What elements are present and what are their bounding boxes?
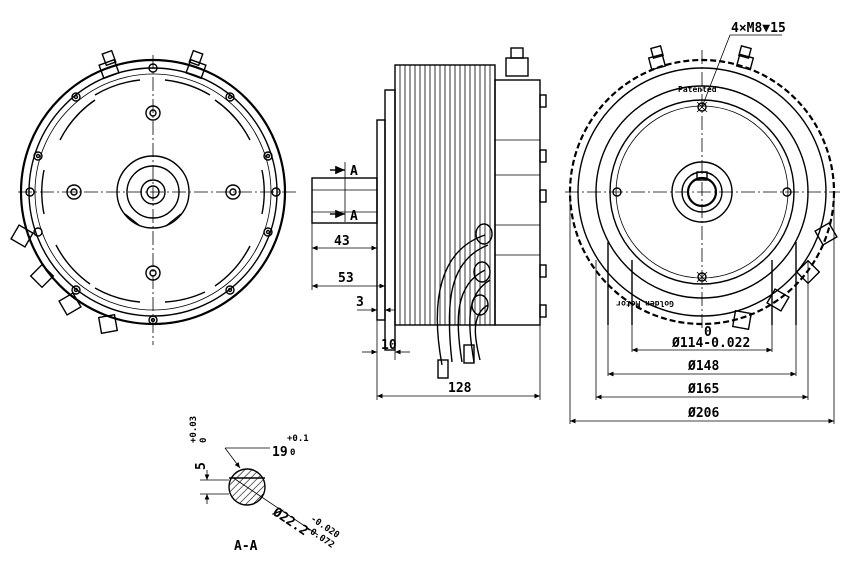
shaft-diameter-label: Ø22.2 bbox=[269, 504, 311, 539]
dim-43-label: 43 bbox=[334, 234, 350, 249]
dim-148-label: Ø148 bbox=[687, 359, 719, 374]
keyway-depth-label: 19 bbox=[272, 445, 288, 460]
section-mark-bottom: A bbox=[350, 209, 358, 224]
thread-callout: 4×M8▼15 bbox=[731, 21, 786, 36]
dim-10-label: 10 bbox=[381, 338, 397, 353]
keyway-width-tol-upper: +0.03 bbox=[189, 416, 199, 443]
front-view bbox=[10, 49, 298, 345]
golden-motor-text: Golden Motor bbox=[616, 299, 674, 308]
side-view: A A 43 53 3 10 128 bbox=[311, 47, 547, 400]
keyway-depth-tol-lower: 0 bbox=[290, 448, 295, 458]
section-a-a: 5 +0.03 0 19 +0.1 0 Ø22.2 -0.020 -0.072 … bbox=[189, 416, 341, 554]
rear-view: Patented Golden Motor 4×M8▼15 0 Ø114-0.0… bbox=[565, 21, 840, 424]
section-title: A-A bbox=[234, 539, 258, 554]
keyway-width-tol-lower: 0 bbox=[199, 438, 209, 443]
dim-114-label: Ø114-0.022 bbox=[671, 336, 750, 351]
dim-206-label: Ø206 bbox=[687, 406, 719, 421]
keyway-depth-tol-upper: +0.1 bbox=[287, 434, 309, 444]
section-mark-top: A bbox=[350, 164, 358, 179]
dim-0-label: 0 bbox=[704, 325, 712, 340]
dim-128-label: 128 bbox=[448, 381, 472, 396]
dim-165-label: Ø165 bbox=[687, 382, 719, 397]
dim-53-label: 53 bbox=[338, 271, 354, 286]
dim-3-label: 3 bbox=[356, 295, 364, 310]
keyway-width-label: 5 bbox=[194, 462, 209, 470]
patented-text: Patented bbox=[678, 85, 717, 94]
